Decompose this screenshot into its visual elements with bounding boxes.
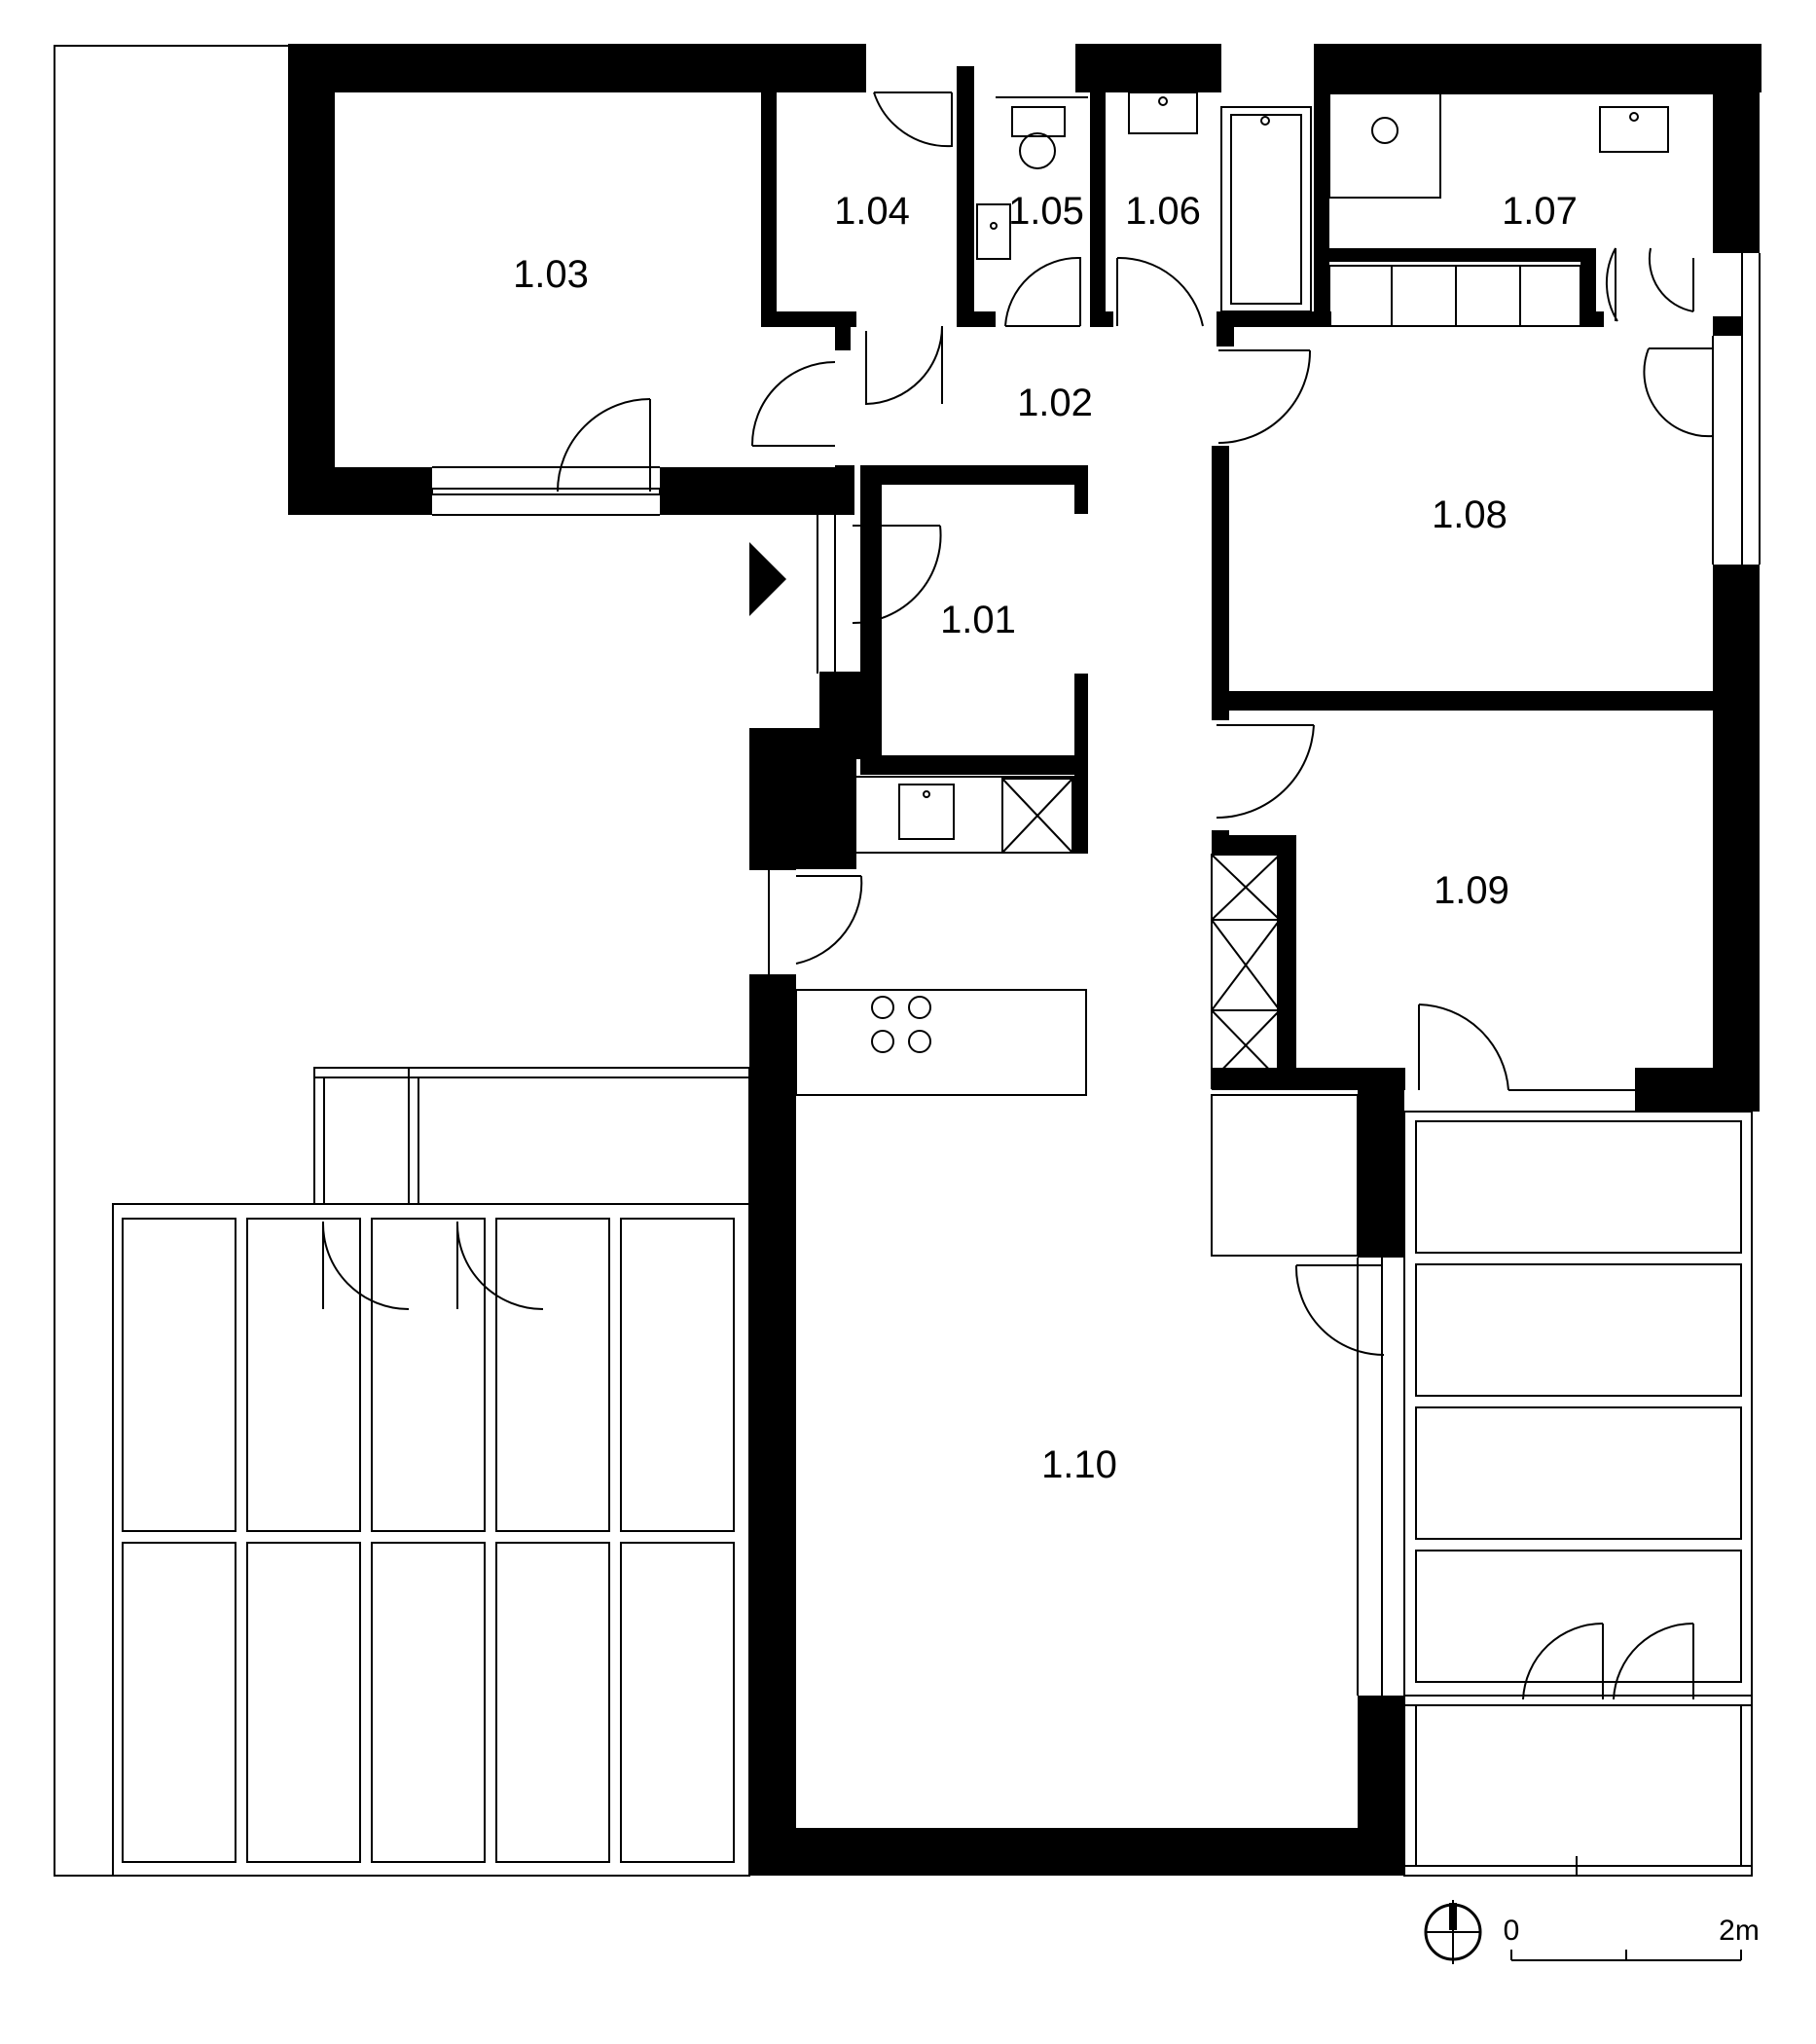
terrace-east bbox=[1403, 1111, 1753, 1877]
room-label-1-09: 1.09 bbox=[1434, 869, 1509, 912]
room-labels: 1.03 1.04 1.05 1.06 1.07 1.02 1.08 1.01 … bbox=[513, 190, 1578, 1486]
room-label-1-03: 1.03 bbox=[513, 253, 589, 296]
openings bbox=[431, 87, 1761, 976]
scale-end-label: 2m bbox=[1719, 1915, 1760, 1947]
room-label-1-04: 1.04 bbox=[834, 190, 910, 233]
scale-start-label: 0 bbox=[1504, 1915, 1520, 1947]
doors bbox=[321, 91, 1714, 1700]
room-label-1-05: 1.05 bbox=[1008, 190, 1084, 233]
room-label-1-10: 1.10 bbox=[1041, 1443, 1117, 1486]
room-label-1-07: 1.07 bbox=[1502, 190, 1578, 233]
room-label-1-08: 1.08 bbox=[1432, 493, 1507, 536]
scale-bar: 0 2m bbox=[1504, 1915, 1760, 1961]
room-label-1-02: 1.02 bbox=[1017, 382, 1093, 424]
site-boundary bbox=[54, 45, 749, 1877]
walls bbox=[288, 44, 1762, 1876]
entrance-triangle-icon bbox=[749, 542, 786, 616]
north-arrow-icon bbox=[1424, 1900, 1482, 1964]
fixtures bbox=[795, 91, 1669, 1696]
room-label-1-01: 1.01 bbox=[940, 599, 1016, 641]
room-label-1-06: 1.06 bbox=[1125, 190, 1201, 233]
terrace-west bbox=[112, 1067, 750, 1877]
